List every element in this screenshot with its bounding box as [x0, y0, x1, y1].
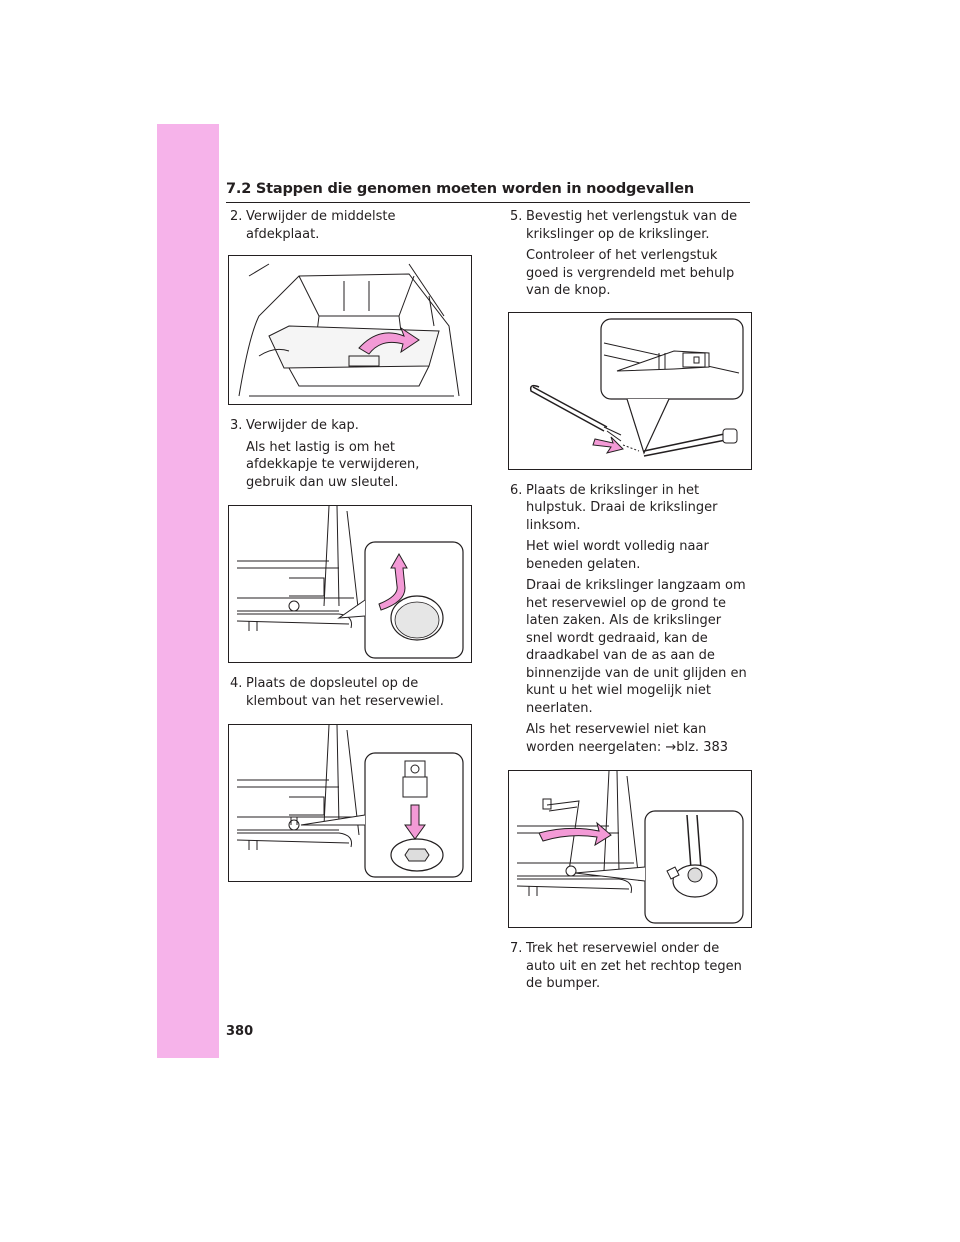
step-7: 7. Trek het reservewiel onder de auto ui… — [506, 940, 750, 993]
step-number: 6. — [510, 482, 523, 498]
step-3: 3. Verwijder de kap. — [226, 417, 470, 435]
illustration-trunk-deck-board — [228, 255, 472, 405]
step-6: 6. Plaats de krikslinger in het hulpstuk… — [506, 482, 750, 535]
right-column: 5. Bevestig het verlengstuk van de kriks… — [506, 208, 752, 997]
illustration-jack-handle-extension — [508, 311, 752, 470]
step-number: 7. — [510, 941, 523, 956]
left-column: 2. Verwijder de middelste afdekplaat. 3.… — [226, 208, 472, 894]
step-number: 3. — [230, 418, 243, 433]
step-text: Trek het reservewiel onder de auto uit e… — [526, 941, 742, 991]
step-text: Verwijder de kap. — [246, 418, 359, 433]
section-title: 7.2 Stappen die genomen moeten worden in… — [226, 181, 694, 197]
step-6-note-1: Het wiel wordt volledig naar beneden gel… — [526, 539, 709, 572]
section-header: 7.2 Stappen die genomen moeten worden in… — [226, 180, 750, 203]
step-5: 5. Bevestig het verlengstuk van de kriks… — [506, 208, 750, 243]
step-6-note-3: Als het reservewiel niet kan worden neer… — [526, 722, 729, 755]
step-text: Verwijder de middelste afdekplaat. — [246, 209, 396, 242]
chapter-side-tab — [157, 124, 219, 1058]
step-text: Bevestig het verlengstuk van de krikslin… — [526, 209, 738, 242]
step-number: 5. — [510, 209, 523, 224]
step-number: 2. — [230, 209, 243, 224]
step-2: 2. Verwijder de middelste afdekplaat. — [226, 208, 470, 243]
step-3-note: Als het lastig is om het afdekkapje te v… — [246, 439, 420, 490]
step-number: 4. — [230, 676, 243, 691]
step-text: Plaats de krikslinger in het hulpstuk. D… — [526, 482, 718, 533]
illustration-socket-wrench — [228, 724, 472, 882]
page-number: 380 — [226, 1024, 254, 1039]
step-5-note: Controleer of het verlengstuk goed is ve… — [526, 248, 735, 298]
step-6-note-2: Draai de krikslinger langzaam om het res… — [526, 578, 747, 716]
illustration-remove-cap — [228, 505, 472, 663]
step-4: 4. Plaats de dopsleutel op de klembout v… — [226, 675, 470, 710]
illustration-turn-jack-handle — [508, 770, 752, 928]
step-text: Plaats de dopsleutel op de klembout van … — [246, 676, 444, 709]
